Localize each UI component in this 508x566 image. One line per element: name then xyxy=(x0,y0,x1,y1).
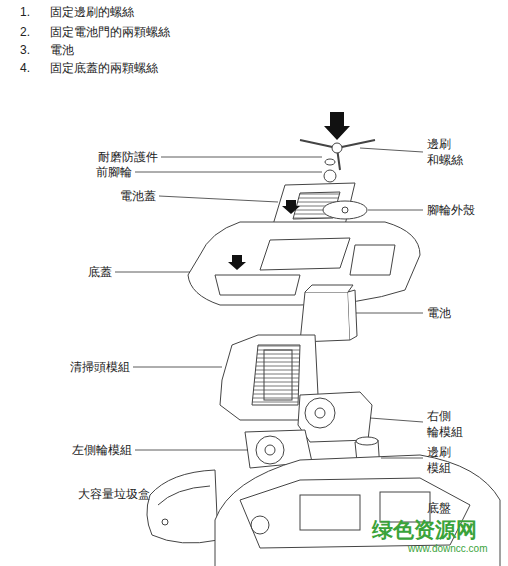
part-name: 腳輪外殼 xyxy=(427,202,475,218)
leader-lines xyxy=(115,148,423,458)
list-item: 固定邊刷的螺絲 xyxy=(50,4,134,20)
chassis xyxy=(215,455,500,566)
part-name: 電池蓋 xyxy=(120,188,156,204)
front-caster xyxy=(324,159,336,182)
battery xyxy=(300,285,357,342)
list-item: 固定電池門的兩顆螺絲 xyxy=(50,24,170,40)
part-name: 耐磨防護件 xyxy=(98,149,158,165)
part-name: 邊刷 模組 xyxy=(427,444,467,476)
side-brush xyxy=(300,112,375,170)
list-item: 固定底蓋的兩顆螺絲 xyxy=(50,60,158,76)
part-name: 清掃頭模組 xyxy=(70,359,130,375)
right-wheel-module xyxy=(298,392,372,442)
dustbin xyxy=(147,470,218,543)
part-name: 大容量垃圾盒 xyxy=(78,486,150,502)
caster-housing xyxy=(323,201,367,219)
list-number: 2. xyxy=(20,24,30,40)
part-name: 電池 xyxy=(427,305,451,321)
list-number: 3. xyxy=(20,42,30,58)
part-name: 前腳輪 xyxy=(96,164,132,180)
part-name: 底蓋 xyxy=(88,264,112,280)
part-name: 底盤 xyxy=(427,500,451,516)
list-number: 1. xyxy=(20,4,30,20)
watermark-url: www.downcc.com xyxy=(408,542,487,555)
part-name: 邊刷 和螺絲 xyxy=(427,136,467,168)
part-name: 左側輪模組 xyxy=(72,442,132,458)
list-item: 電池 xyxy=(50,42,74,58)
watermark: 绿色资源网 xyxy=(372,516,477,543)
part-name: 右側 輪模組 xyxy=(427,408,467,440)
list-number: 4. xyxy=(20,60,30,76)
bottom-cover xyxy=(188,222,420,305)
